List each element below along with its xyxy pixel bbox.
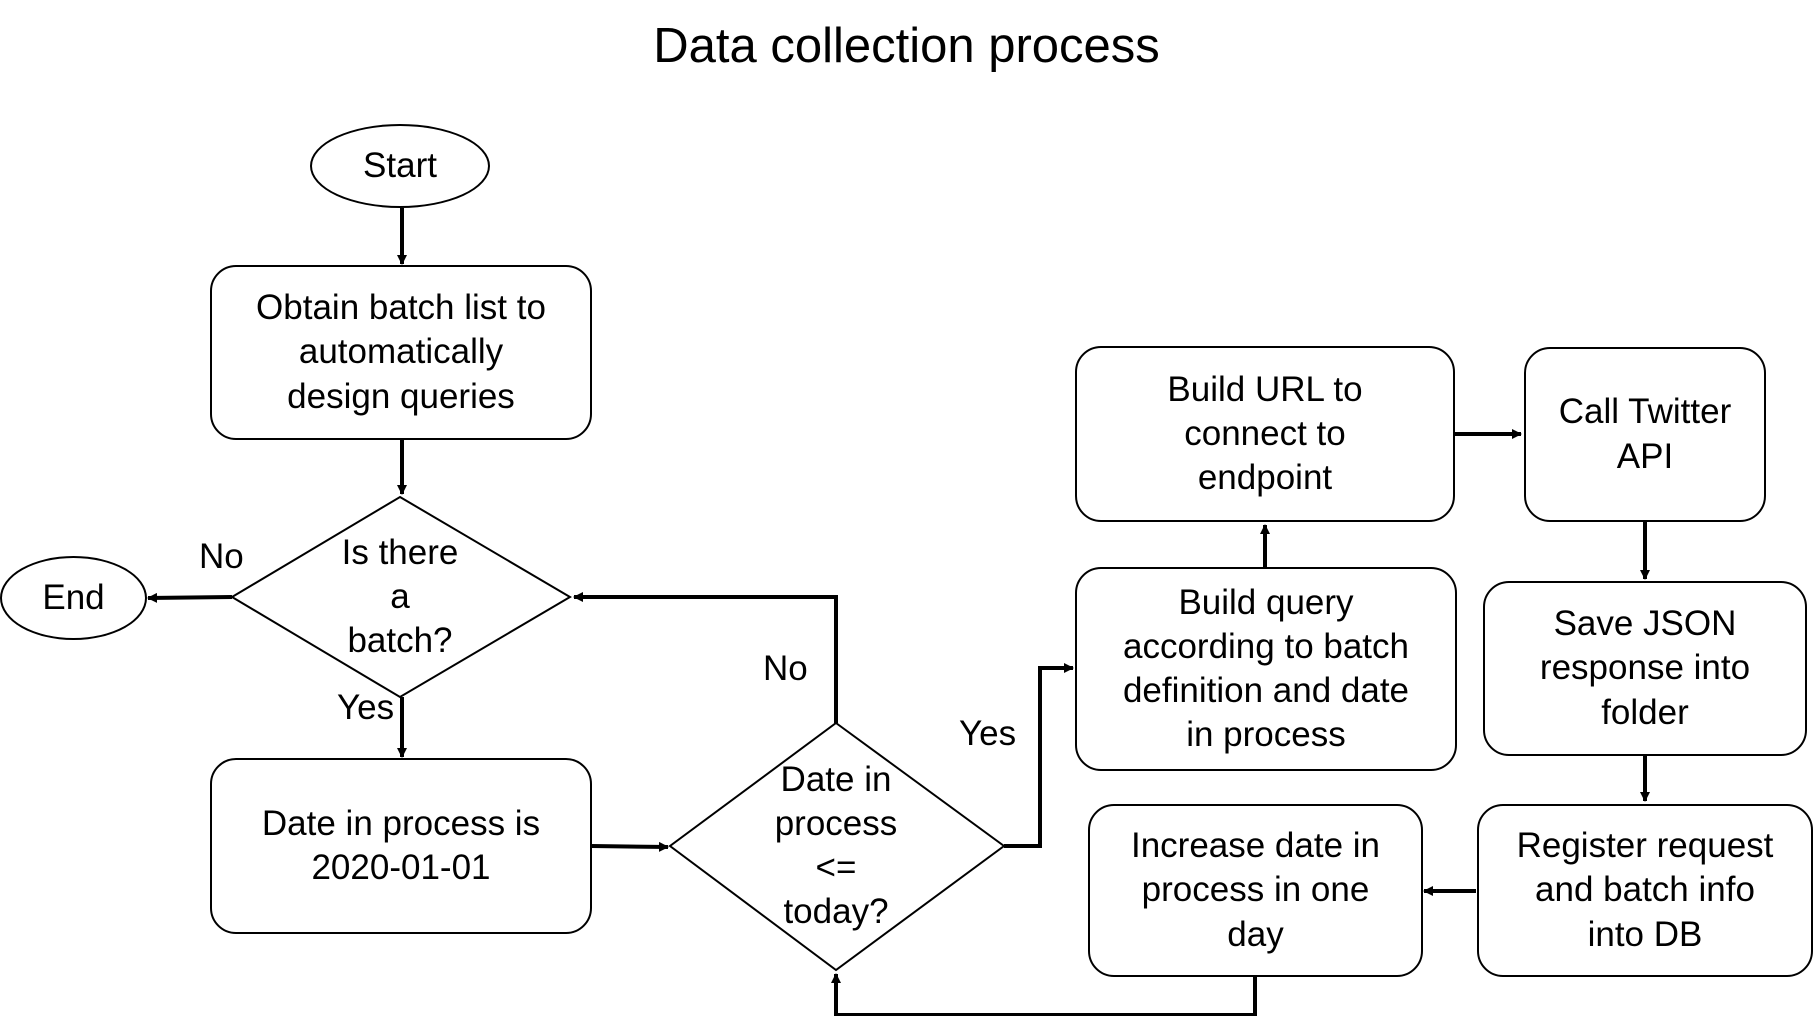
call-twitter-api-node: Call Twitter API [1524,347,1766,522]
edge-label-date-no: No [763,649,808,688]
start-node: Start [310,124,490,208]
build-query-node: Build query according to batch definitio… [1075,567,1457,771]
edge-date-init-to-date-check [591,841,669,852]
edge-label-batch-no: No [199,537,244,576]
edge-increase-date-to-date-check [831,973,1257,1016]
diagram-title: Data collection process [653,19,1160,73]
obtain-batch-node: Obtain batch list to automatically desig… [210,265,592,440]
edge-label-batch-yes: Yes [337,688,395,727]
end-node: End [0,556,147,640]
register-node: Register request and batch info into DB [1477,804,1813,977]
edge-date-check-yes-to-build-query [1004,663,1074,848]
edge-label-date-yes: Yes [959,714,1017,753]
build-url-node: Build URL to connect to endpoint [1075,346,1455,522]
edge-decision-no-to-end [147,592,233,603]
increase-date-node: Increase date in process in one day [1088,804,1423,977]
edge-date-check-no-to-decision [573,592,838,723]
save-json-node: Save JSON response into folder [1483,581,1807,756]
date-check-decision: Date in process <= today? [774,759,898,932]
decision-date-check-shape [668,721,1006,972]
date-init-node: Date in process is 2020-01-01 [210,758,592,934]
is-batch-decision: Is there a batch? [341,532,459,661]
